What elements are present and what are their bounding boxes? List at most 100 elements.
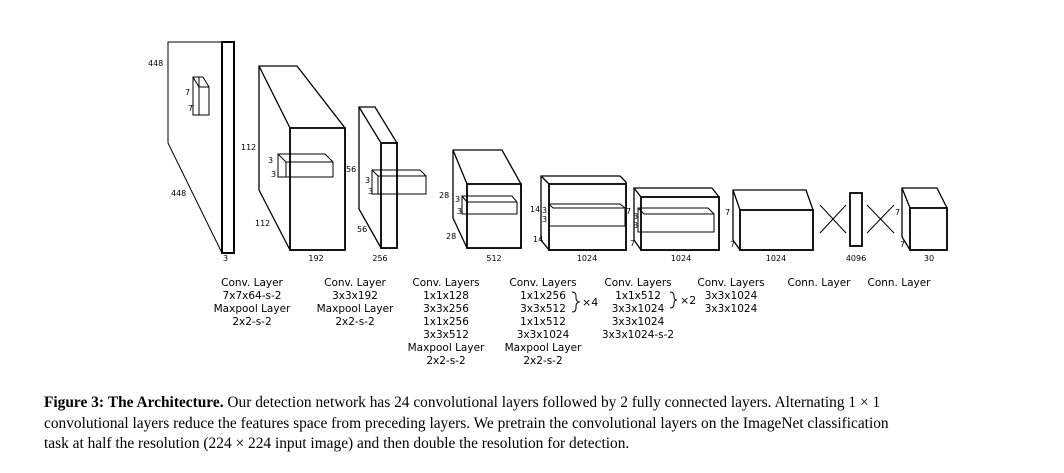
block4-depth: 1024 (577, 254, 597, 263)
block3-label-line: 1x1x256 (423, 316, 469, 328)
block5-filter-width: 3 (633, 221, 638, 230)
full-connection-lines-1 (819, 204, 847, 234)
block1-volume (258, 65, 346, 251)
block2-filter-width: 3 (368, 187, 373, 196)
block2-label-line: Conv. Layer (324, 277, 386, 289)
block4-filter-height: 3 (542, 206, 547, 215)
caption-line-1: Figure 3: The Architecture. Our detectio… (44, 393, 1064, 414)
block2-volume (358, 106, 427, 249)
block5-filter-box (637, 207, 715, 233)
block4-label-line: 2x2-s-2 (523, 355, 562, 367)
block4-label-line: 3x3x512 (520, 303, 566, 315)
block4-label-line: Conv. Layers (509, 277, 576, 289)
block6-depth: 1024 (766, 254, 786, 263)
block1-label: Conv. Layer 7x7x64-s-2 Maxpool Layer 2x2… (214, 277, 291, 328)
block5-label: Conv. Layers 1x1x512 3x3x1024 3x3x1024 3… (602, 277, 674, 341)
caption-figure-label: Figure 3: (44, 394, 104, 411)
block5-label-line: 3x3x1024-s-2 (602, 329, 674, 341)
block2-filter-box (371, 169, 427, 195)
block2-label-line: 2x2-s-2 (335, 316, 374, 328)
block5-label-line: Conv. Layers (604, 277, 671, 289)
block4-label-line: 1x1x512 (520, 316, 566, 328)
block3-label-line: 1x1x128 (423, 290, 469, 302)
fc1-label: Conn. Layer (787, 277, 851, 289)
input-size-top: 448 (148, 59, 163, 68)
block1-filter-height: 3 (268, 156, 273, 165)
caption-line-2: convolutional layers reduce the features… (44, 414, 889, 432)
input-volume (167, 41, 235, 254)
block4-size-top: 14 (530, 205, 540, 214)
block3-size-side: 28 (446, 232, 456, 241)
block3-filter-box (461, 195, 518, 215)
block2-size-top: 56 (346, 165, 356, 174)
block5-multiplier: ×2 (680, 294, 696, 307)
block2-label-line: Maxpool Layer (317, 303, 394, 315)
architecture-diagram: 448 448 3 7 7 112 112 192 3 3 56 56 256 … (148, 41, 948, 367)
output-size-side: 7 (900, 240, 905, 249)
block2-label: Conv. Layer 3x3x192 Maxpool Layer 2x2-s-… (317, 277, 394, 328)
block6-volume (732, 189, 814, 251)
block3-label-line: 3x3x512 (423, 329, 469, 341)
block1-label-line: 7x7x64-s-2 (223, 290, 282, 302)
block3-filter-height: 3 (455, 195, 460, 204)
block1-depth: 192 (308, 254, 323, 263)
block5-label-line: 3x3x1024 (612, 303, 665, 315)
block6-label-line: Conv. Layers (697, 277, 764, 289)
block4-volume (540, 175, 627, 251)
block5-filter-height: 3 (633, 212, 638, 221)
block3-label-line: Maxpool Layer (408, 342, 485, 354)
block1-size-side: 112 (255, 219, 270, 228)
block2-label-line: 3x3x192 (332, 290, 378, 302)
block4-label-line: 1x1x256 (520, 290, 566, 302)
input-filter-height: 7 (185, 88, 190, 97)
brace-x4 (571, 291, 581, 313)
block6-label-line: 3x3x1024 (705, 303, 758, 315)
block6-label: Conv. Layers 3x3x1024 3x3x1024 (697, 277, 764, 315)
fc2-label: Conn. Layer (867, 277, 931, 289)
block5-size-top: 7 (626, 207, 631, 216)
output-depth: 30 (924, 254, 934, 263)
block6-size-top: 7 (725, 208, 730, 217)
block2-size-side: 56 (357, 225, 367, 234)
caption-line-3: task at half the resolution (224 × 224 i… (44, 435, 630, 452)
figure-caption: Figure 3: The Architecture. Our detectio… (44, 393, 1064, 455)
block4-label-line: Maxpool Layer (505, 342, 582, 354)
input-filter-width: 7 (188, 104, 193, 113)
block2-depth: 256 (372, 254, 387, 263)
block6-label-line: 3x3x1024 (705, 290, 758, 302)
block5-label-line: 3x3x1024 (612, 316, 665, 328)
block3-size-top: 28 (439, 191, 449, 200)
block1-label-line: Maxpool Layer (214, 303, 291, 315)
block4-label-line: 3x3x1024 (517, 329, 570, 341)
block5-size-side: 7 (630, 239, 635, 248)
block3-label: Conv. Layers 1x1x128 3x3x256 1x1x256 3x3… (408, 277, 485, 367)
full-connection-lines-2 (866, 204, 895, 234)
block3-label-line: Conv. Layers (412, 277, 479, 289)
caption-title: The Architecture. (107, 394, 224, 411)
fc1-vector (849, 192, 863, 247)
block5-label-line: 1x1x512 (615, 290, 661, 302)
block1-size-top: 112 (241, 143, 256, 152)
block4-label: Conv. Layers 1x1x256 3x3x512 1x1x512 3x3… (505, 277, 582, 367)
input-filter-box (192, 76, 210, 116)
block4-filter-width: 3 (542, 215, 547, 224)
block3-label-line: 2x2-s-2 (426, 355, 465, 367)
input-depth: 3 (223, 254, 228, 263)
block4-multiplier: ×4 (582, 296, 598, 309)
block4-filter-box (548, 203, 626, 227)
block1-filter-width: 3 (271, 170, 276, 179)
block1-filter-box (277, 153, 334, 178)
brace-x2 (669, 291, 678, 309)
block3-filter-width: 3 (457, 207, 462, 216)
input-size-side: 448 (171, 189, 186, 198)
block3-depth: 512 (486, 254, 501, 263)
output-size-top: 7 (895, 208, 900, 217)
block5-volume (633, 187, 720, 251)
output-volume (901, 187, 948, 251)
block1-label-line: Conv. Layer (221, 277, 283, 289)
fc1-size: 4096 (846, 254, 866, 263)
block6-size-side: 7 (730, 240, 735, 249)
caption-text-1: Our detection network has 24 convolution… (227, 394, 881, 411)
block3-volume (452, 149, 522, 249)
block3-label-line: 3x3x256 (423, 303, 469, 315)
